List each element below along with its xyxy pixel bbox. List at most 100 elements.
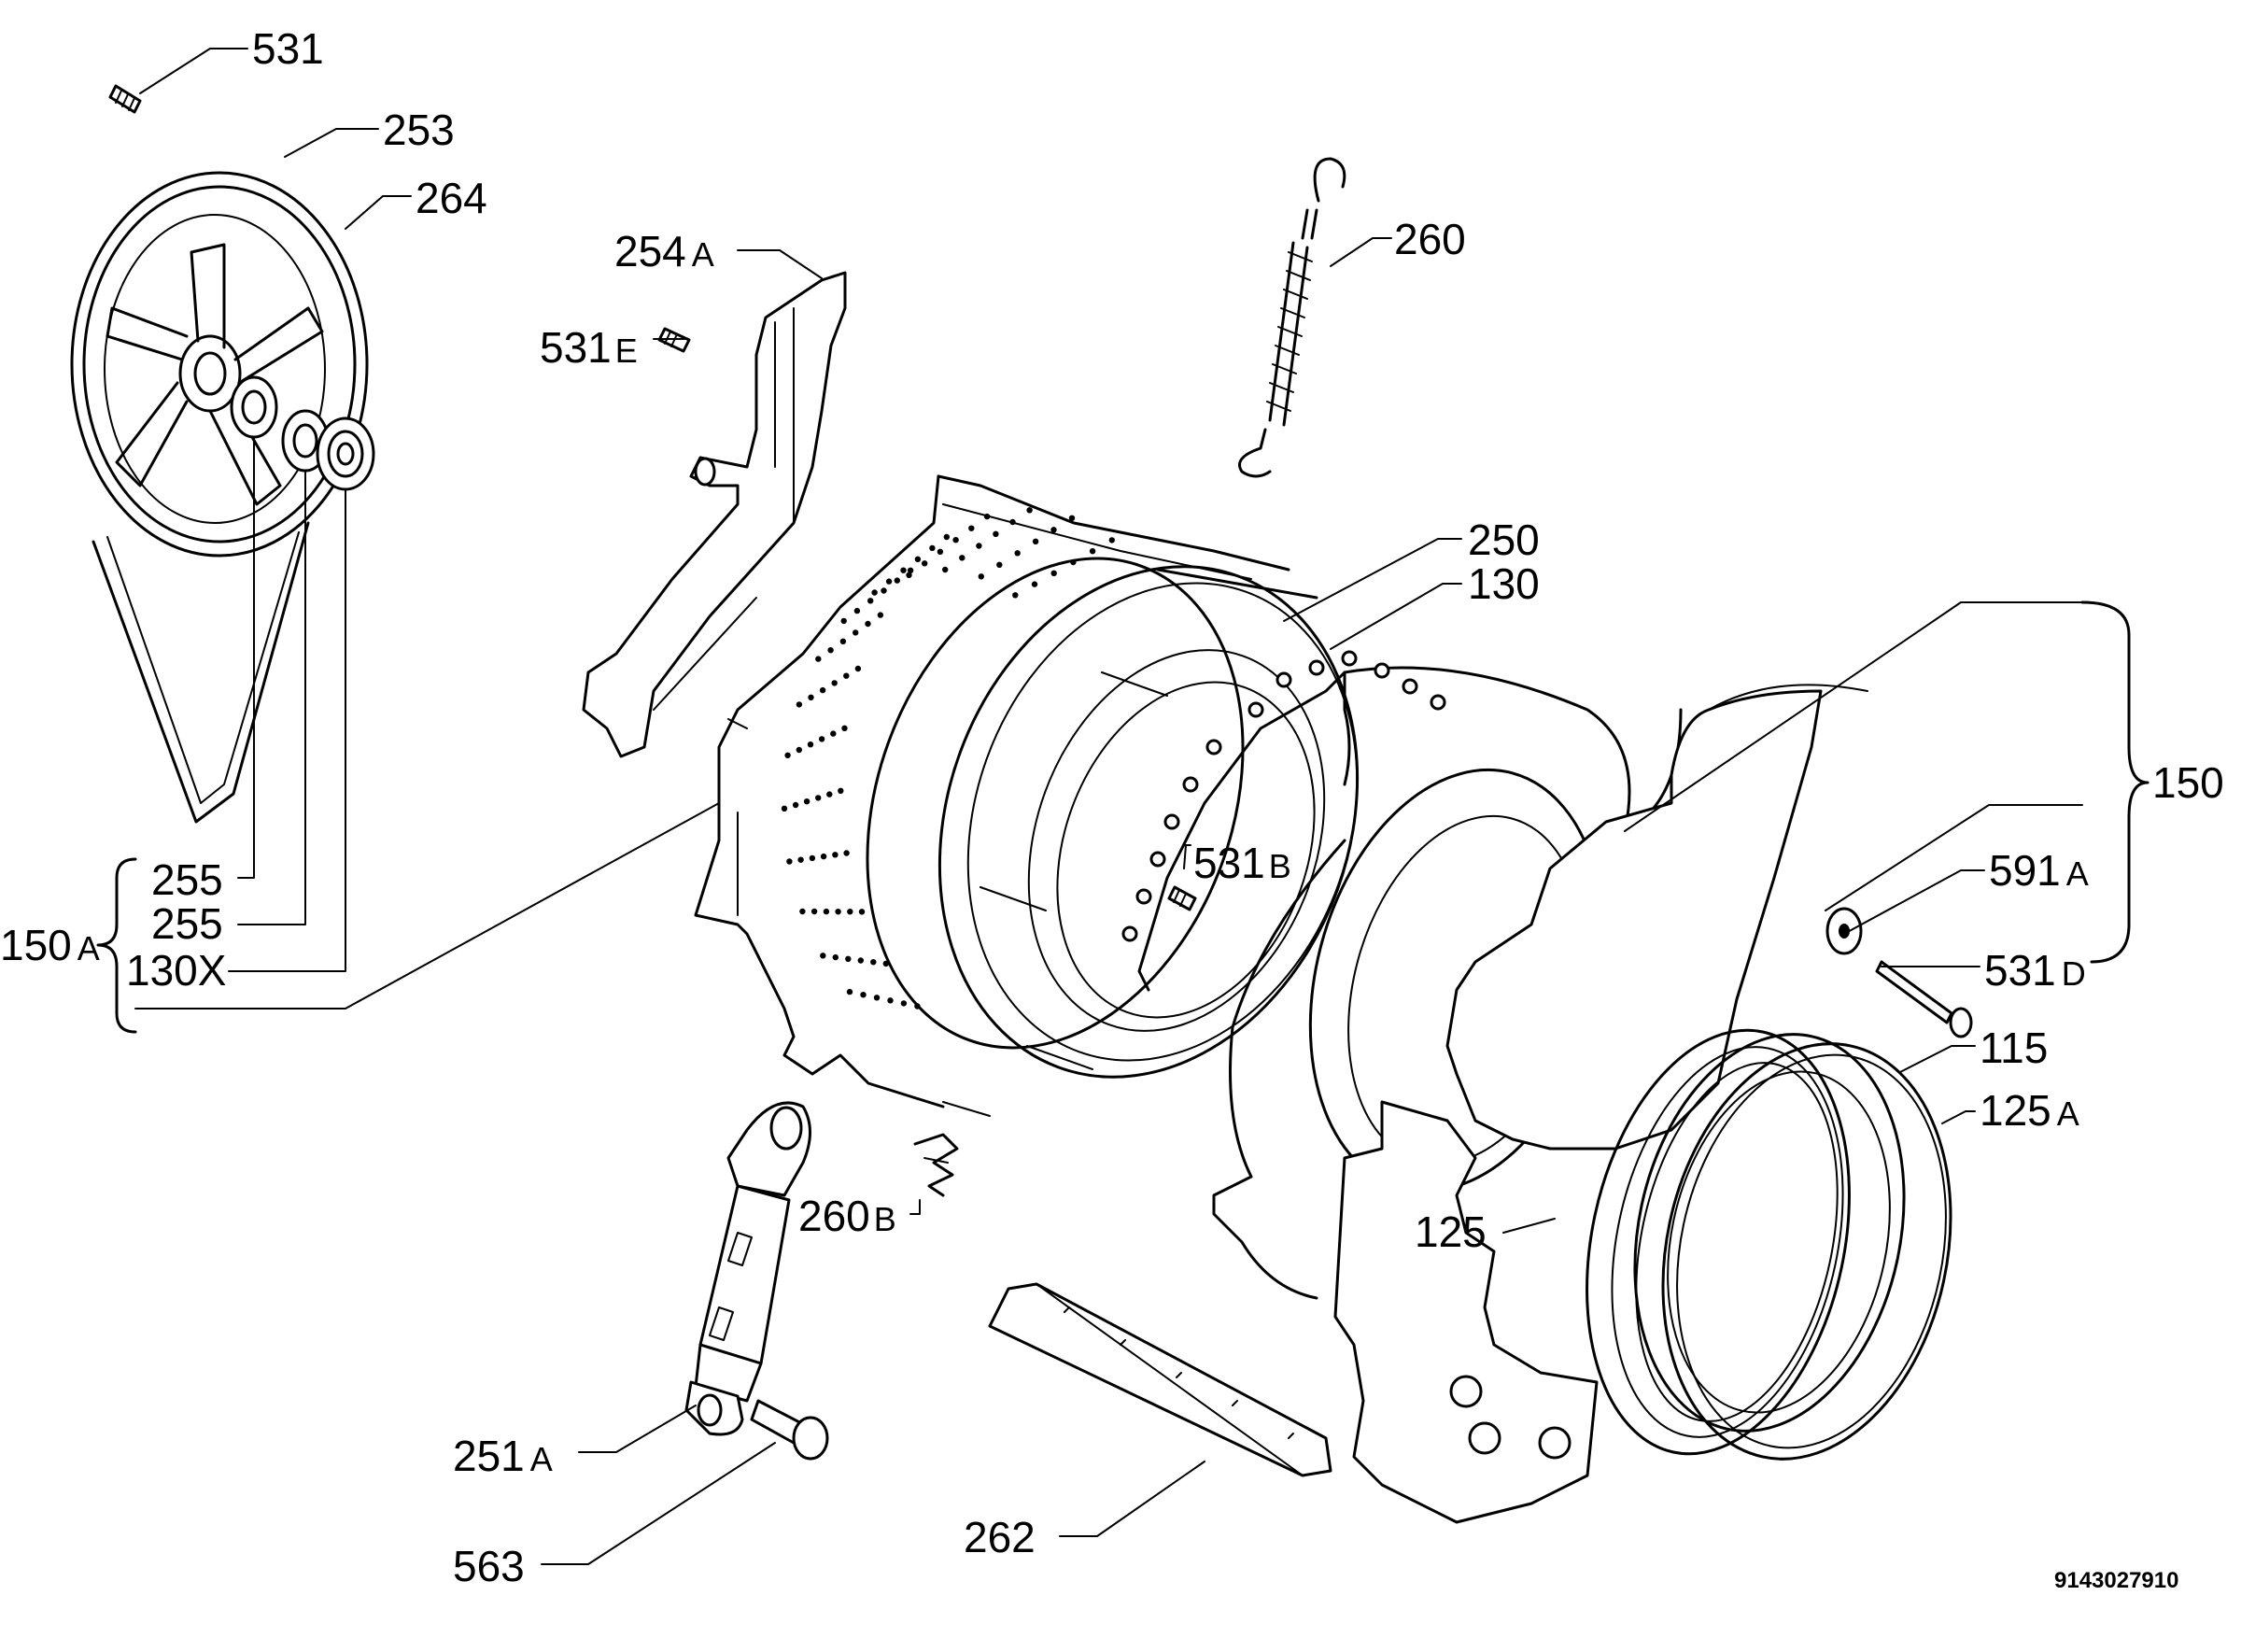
- perforation-hole: [845, 955, 852, 962]
- perforation-hole: [838, 787, 844, 794]
- perforation-hole: [1050, 570, 1057, 576]
- perforation-hole: [1014, 550, 1021, 557]
- inner-drum[interactable]: [781, 505, 1318, 1117]
- perforation-hole: [847, 909, 853, 915]
- tub-bolt: [1182, 776, 1199, 793]
- label-563: 563: [453, 1542, 525, 1590]
- perforation-hole: [978, 573, 985, 580]
- seal-clamp-ring[interactable]: [1626, 1017, 1987, 1487]
- tub-bolts: [1121, 650, 1446, 942]
- spring-clip-260B[interactable]: [913, 1133, 959, 1197]
- tub-bolt: [1308, 659, 1325, 676]
- perforation-hole: [865, 620, 871, 628]
- drum-perforations: [781, 507, 1116, 1010]
- shock-absorber[interactable]: [684, 1101, 811, 1436]
- perforation-hole: [841, 725, 848, 731]
- perforation-hole: [968, 525, 975, 531]
- perforation-hole: [843, 850, 850, 856]
- perforation-hole: [922, 560, 928, 567]
- perforation-hole: [996, 561, 1003, 568]
- perforation-hole: [854, 665, 862, 672]
- perforation-hole: [867, 598, 874, 604]
- perforation-hole: [976, 543, 982, 549]
- perforation-hole: [1068, 515, 1076, 521]
- perforation-hole: [796, 746, 802, 754]
- perforation-hole: [823, 908, 830, 915]
- drum-paddle[interactable]: [988, 1282, 1332, 1477]
- perforation-hole: [983, 513, 991, 520]
- perforation-hole: [894, 577, 900, 584]
- perforation-hole: [914, 556, 922, 562]
- label-531: 531: [252, 24, 324, 73]
- perforation-hole: [900, 567, 907, 573]
- drum-spider[interactable]: [582, 271, 847, 758]
- perforation-hole: [831, 680, 838, 686]
- tub-bolt: [1205, 739, 1222, 755]
- perforation-hole: [815, 656, 822, 662]
- perforation-hole: [818, 736, 825, 742]
- label-125: 125: [1415, 1207, 1487, 1256]
- perforation-hole: [799, 908, 806, 915]
- perforation-hole: [826, 791, 833, 798]
- screw-531B[interactable]: [1167, 885, 1197, 911]
- bolt-563[interactable]: [750, 1399, 829, 1461]
- perforation-hole: [786, 858, 793, 865]
- tub-bolt: [1149, 851, 1166, 868]
- leader-lines: [96, 48, 2149, 1565]
- washer-591A[interactable]: [1825, 907, 1863, 955]
- perforation-hole: [900, 1000, 908, 1007]
- perforation-hole: [797, 856, 804, 863]
- drum-pulley[interactable]: [70, 171, 369, 824]
- front-mount-block[interactable]: [1333, 1100, 1599, 1524]
- perforation-hole: [843, 672, 850, 679]
- bolt-531D[interactable]: [1875, 960, 1973, 1038]
- perforation-hole: [827, 647, 834, 654]
- label-130: 130: [1468, 559, 1540, 608]
- perforation-hole: [993, 530, 999, 537]
- tub-bolt: [1276, 671, 1292, 688]
- perforation-hole: [1031, 581, 1038, 587]
- label-250: 250: [1468, 515, 1540, 564]
- label-262: 262: [964, 1513, 1036, 1561]
- seal-ring-1[interactable]: [230, 375, 278, 439]
- perforation-hole: [1009, 518, 1016, 526]
- tub-bolt: [1163, 813, 1180, 830]
- perforation-hole: [810, 908, 818, 915]
- perforation-hole: [877, 612, 884, 618]
- perforation-hole: [959, 555, 965, 561]
- perforation-hole: [1108, 537, 1116, 544]
- rear-tub-half[interactable]: [694, 474, 1290, 1108]
- perforation-hole: [881, 587, 887, 594]
- tub-bolt: [1374, 662, 1390, 679]
- label-115: 115: [1980, 1024, 2048, 1072]
- suspension-spring[interactable]: [1238, 157, 1346, 478]
- perforation-hole: [832, 852, 839, 858]
- door-seal[interactable]: [1550, 1006, 1939, 1478]
- tub-bolt: [1430, 694, 1446, 711]
- perforation-hole: [887, 997, 894, 1004]
- perforation-hole: [870, 959, 877, 966]
- front-counterweight[interactable]: [1445, 684, 1868, 1151]
- drum-front-ring[interactable]: [870, 507, 1427, 1136]
- front-tub-half[interactable]: [1121, 650, 1683, 1300]
- tub-bolt: [1121, 925, 1138, 942]
- screw-531[interactable]: [108, 84, 142, 114]
- perforation-hole: [914, 1003, 921, 1010]
- perforation-hole: [860, 992, 867, 998]
- tub-bolt: [1135, 888, 1152, 905]
- bearing[interactable]: [316, 417, 375, 491]
- perforation-hole: [1070, 558, 1077, 566]
- perforation-hole: [819, 686, 826, 694]
- perforation-hole: [1050, 527, 1057, 533]
- perforation-hole: [906, 572, 912, 578]
- perforation-hole: [1012, 592, 1019, 599]
- tub-bolt: [1247, 701, 1264, 718]
- perforation-hole: [1026, 507, 1033, 514]
